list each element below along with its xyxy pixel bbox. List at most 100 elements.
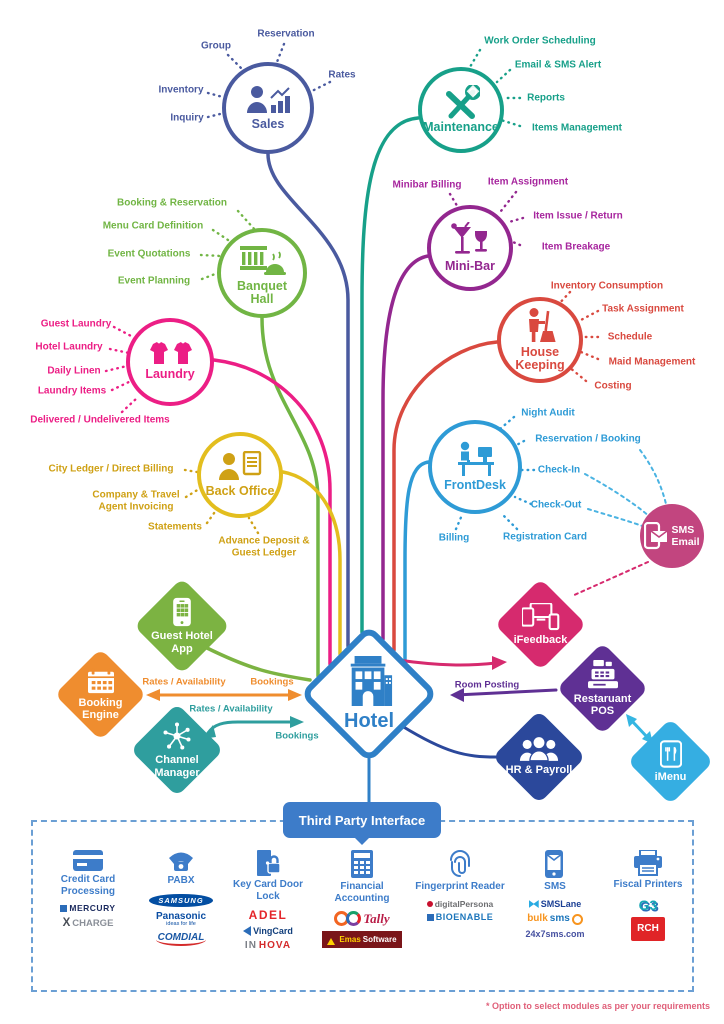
module-label: Banquet Hall (237, 278, 287, 306)
node-ifeedback: iFeedback (494, 578, 587, 671)
mercury-mark (60, 904, 68, 912)
sat-event-planning: Event Planning (117, 275, 191, 287)
sat-statements: Statements (148, 521, 202, 533)
channel-hub-icon (163, 722, 191, 750)
sat-task-assignment: Task Assignment (602, 303, 684, 315)
key-card-lock-icon (257, 850, 281, 876)
module-label: FrontDesk (444, 478, 506, 493)
diamond-label: iMenu (654, 770, 687, 783)
sat-booking-reservation: Booking & Reservation (116, 197, 228, 209)
module-house-keeping: House Keeping (497, 297, 583, 383)
node-guest-hotel-app: Guest Hotel App (133, 577, 231, 675)
node-imenu: iMenu (627, 718, 714, 805)
rch-logo: RCH (631, 916, 665, 941)
mercury-logo: MERCURY (60, 904, 115, 913)
sat-reservation: Reservation (257, 28, 315, 40)
sat-maid-management: Maid Management (608, 356, 696, 368)
integration-fingerprint-reader: Fingerprint Reader digitalPersona BIOENA… (412, 850, 508, 922)
g3-logo: G3 (638, 896, 658, 913)
sat-group: Group (201, 40, 231, 52)
calendar-icon (87, 668, 114, 693)
vingcard-mark (243, 926, 252, 936)
sat-costing: Costing (594, 380, 632, 392)
bulksms-mark (571, 913, 583, 925)
butterfly-mark (528, 900, 539, 908)
hotel-building-icon (350, 656, 393, 706)
banquet-building-cloche-icon (240, 245, 286, 275)
module-label: Back Office (205, 484, 275, 499)
vingcard-logo: VingCard (243, 926, 293, 936)
sat-event-quotations: Event Quotations (107, 248, 191, 260)
bioenable-logo: BIOENABLE (426, 913, 494, 922)
module-label: House Keeping (515, 344, 565, 372)
sat-registration-card: Registration Card (503, 531, 587, 543)
sat-daily-linen: Daily Linen (47, 365, 101, 377)
integration-fiscal-printers: Fiscal Printers G3 RCH (600, 850, 696, 941)
smslane-logo: SMSLane (528, 899, 581, 909)
diamond-label: iFeedback (513, 633, 568, 646)
flame-mark (327, 934, 336, 945)
integration-label: PABX (167, 875, 195, 886)
digitalpersona-mark (426, 900, 433, 907)
printer-icon (634, 850, 662, 876)
sat-inquiry: Inquiry (170, 112, 204, 124)
diamond-label: Hotel (344, 710, 394, 732)
samsung-logo: SAMSUNG (149, 893, 213, 907)
third-party-interface-box: Third Party Interface (283, 802, 441, 838)
sat-check-out: Check-Out (530, 499, 582, 511)
node-restaurant-pos: Restaruant POS (556, 642, 649, 735)
sat-email-sms-alert: Email & SMS Alert (514, 59, 602, 71)
module-laundry: Laundry (126, 318, 214, 406)
diamond-label: Booking Engine (78, 696, 123, 721)
housekeeper-broom-icon (529, 307, 556, 342)
sat-company-travel-agent-invoicing: Company & Travel Agent Invoicing (92, 489, 180, 513)
people-group-icon (519, 737, 559, 762)
node-channel-manager: Channel Manager (130, 703, 224, 797)
sat-work-order-scheduling: Work Order Scheduling (484, 35, 596, 47)
sat-reservation-booking: Reservation / Booking (535, 433, 641, 445)
sat-laundry-items: Laundry Items (37, 385, 107, 397)
frontdesk-agent-computer-icon (458, 442, 494, 477)
sat-advance-deposit-guest-ledger: Advance Deposit & Guest Ledger (218, 535, 310, 559)
node-booking-engine: Booking Engine (54, 648, 147, 741)
node-hotel: Hotel (299, 624, 439, 764)
module-label: Mini-Bar (445, 259, 495, 274)
credit-card-icon (73, 850, 103, 871)
sat-item-issue-return: Item Issue / Return (533, 210, 623, 222)
sat-guest-laundry: Guest Laundry (40, 318, 112, 330)
sat-items-management: Items Management (531, 122, 623, 134)
module-sales: Sales (222, 62, 314, 154)
sat-check-in: Check-In (537, 464, 581, 476)
integration-label: Financial Accounting (334, 881, 390, 904)
adel-logo: ADEL (248, 908, 288, 922)
sat-hotel-laundry: Hotel Laundry (35, 341, 103, 353)
integration-label: Key Card Door Lock (232, 879, 303, 902)
laundry-shirts-icon (150, 342, 192, 365)
maintenance-tools-icon (446, 85, 480, 120)
sat-night-audit: Night Audit (521, 407, 575, 419)
diamond-label: Guest Hotel App (151, 630, 213, 655)
calculator-icon (351, 850, 373, 878)
sat-schedule: Schedule (607, 331, 653, 343)
module-mini-bar: Mini-Bar (427, 205, 513, 291)
integration-label: Fingerprint Reader (415, 881, 505, 892)
flow-bookings-orange: Bookings (250, 676, 294, 688)
third-party-interface-label: Third Party Interface (298, 812, 426, 828)
module-maintenance: Maintenance (418, 67, 504, 153)
integration-label: Credit Card Processing (60, 874, 116, 897)
sat-item-breakage: Item Breakage (541, 241, 611, 253)
fingerprint-icon (450, 850, 470, 877)
sat-menu-card-definition: Menu Card Definition (102, 220, 204, 232)
sat-delivered-undelivered: Delivered / Undelivered Items (30, 414, 170, 426)
